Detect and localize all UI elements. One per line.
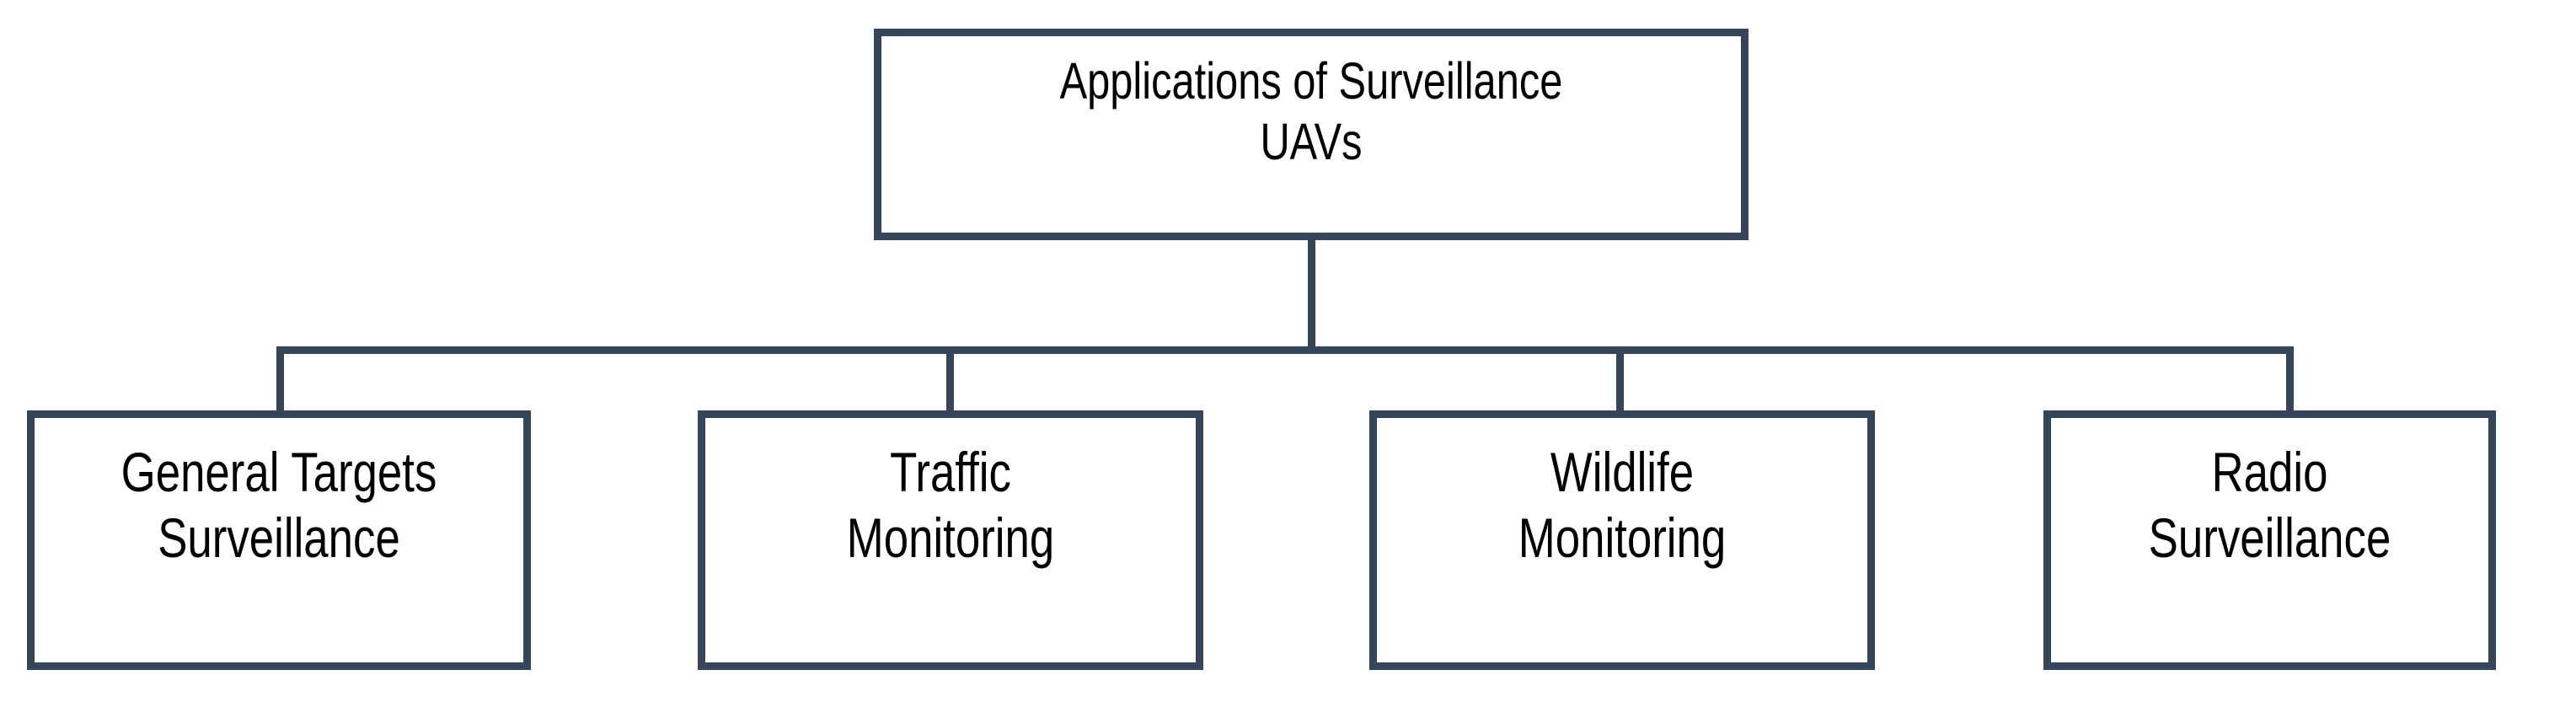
node-radio-surveillance-label: Radio Surveillance [2148,441,2391,569]
node-general-targets-surveillance: General Targets Surveillance [27,410,531,670]
node-radio-surveillance: Radio Surveillance [2043,410,2496,670]
node-traffic-monitoring-label: Traffic Monitoring [846,441,1055,569]
connector-drop-general-targets-surveillance [276,346,284,414]
connector-drop-traffic-monitoring [946,346,954,414]
node-wildlife-monitoring-label: Wildlife Monitoring [1518,441,1727,569]
connector-drop-wildlife-monitoring [1616,346,1624,414]
node-wildlife-monitoring: Wildlife Monitoring [1369,410,1875,670]
node-root-label: Applications of Surveillance UAVs [1059,52,1563,170]
connector-drop-radio-surveillance [2286,346,2294,414]
node-traffic-monitoring: Traffic Monitoring [698,410,1203,670]
node-root-applications-of-surveillance-uavs: Applications of Surveillance UAVs [874,29,1749,240]
connector-horizontal-bus [276,346,2294,354]
node-general-targets-surveillance-label: General Targets Surveillance [120,441,437,569]
connector-root-stem [1308,237,1315,354]
